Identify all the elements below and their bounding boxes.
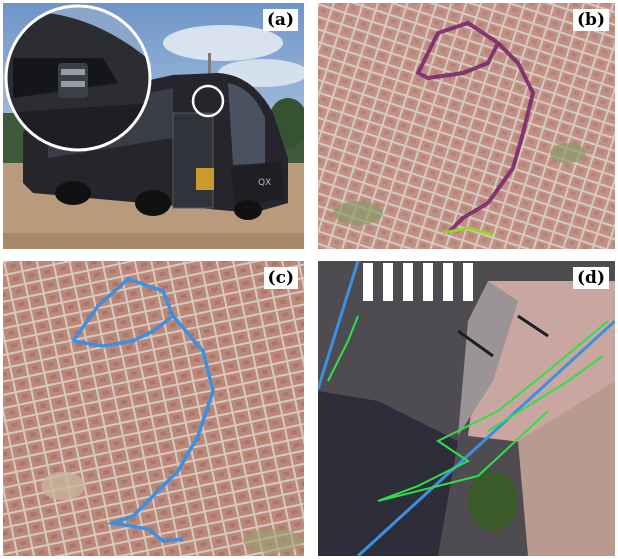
svg-text:QX: QX: [258, 178, 271, 188]
panel-b-aerial-route: (b): [318, 3, 615, 249]
aerial-map-c: [3, 261, 304, 556]
satellite-closeup-d: [318, 261, 615, 556]
panel-label-b: (b): [573, 9, 609, 31]
panel-d-trajectory-closeup: (d): [318, 261, 615, 556]
panel-c-aerial-route: (c): [3, 261, 304, 556]
panel-label-d: (d): [573, 267, 609, 289]
panel-a-bus-photo: QX (a): [3, 3, 304, 249]
sensor-inset: [6, 6, 150, 150]
aerial-map-b: [318, 3, 615, 249]
crosswalk: [363, 263, 473, 301]
panel-label-c: (c): [263, 267, 298, 289]
panel-label-a: (a): [262, 9, 298, 31]
bus-photo: QX: [3, 3, 304, 249]
